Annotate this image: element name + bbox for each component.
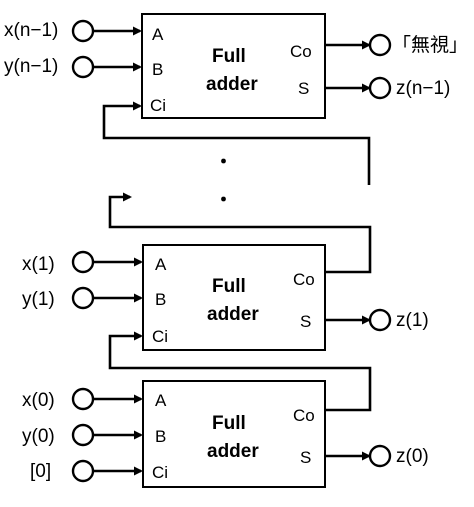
input-y-terminal — [71, 286, 95, 310]
adder-title-line2: adder — [206, 74, 258, 95]
port-ci-label: Ci — [152, 463, 168, 482]
input-y-label: y(1) — [22, 289, 55, 310]
input-y-terminal — [71, 55, 95, 79]
carry-wire-into-top — [102, 101, 371, 185]
port-co-label: Co — [293, 406, 315, 425]
port-s-label: S — [300, 448, 311, 467]
input-ci-label: [0] — [30, 461, 51, 482]
input-x-terminal — [71, 387, 95, 411]
adder-box — [141, 13, 326, 119]
output-s-label: z(0) — [396, 446, 429, 467]
port-ci-label: Ci — [152, 327, 168, 346]
adder-title-line1: Full — [212, 413, 246, 434]
port-s-label: S — [300, 312, 311, 331]
input-ci-terminal — [71, 459, 95, 483]
port-co-label: Co — [293, 270, 315, 289]
input-y-label: y(0) — [22, 426, 55, 447]
adder-title-line2: adder — [207, 304, 259, 325]
port-ci-label: Ci — [150, 96, 166, 115]
input-y-terminal — [71, 423, 95, 447]
output-s-terminal — [368, 444, 392, 468]
input-x-label: x(0) — [22, 390, 55, 411]
input-x-terminal — [71, 250, 95, 274]
port-b-label: B — [155, 290, 166, 309]
port-co-label: Co — [290, 42, 312, 61]
port-s-label: S — [298, 79, 309, 98]
adder-title-line1: Full — [212, 46, 246, 67]
adder-title-line1: Full — [212, 276, 246, 297]
output-s-terminal — [368, 76, 392, 100]
full-adder-middle: A B Ci Full adder Co S — [142, 244, 326, 351]
output-co-label: 「無視」 — [392, 34, 468, 56]
input-y-label: y(n−1) — [4, 56, 58, 77]
ellipsis-dot-1: ・ — [214, 152, 233, 173]
port-b-label: B — [155, 427, 166, 446]
full-adder-bottom: A B Ci Full adder Co S — [142, 380, 326, 488]
port-a-label: A — [155, 391, 167, 410]
adder-title-line2: adder — [207, 441, 259, 462]
carry-wire-out-of-middle — [108, 192, 372, 274]
port-a-label: A — [152, 25, 164, 44]
ellipsis-dot-2: ・ — [214, 190, 233, 211]
full-adder-top: A B Ci Full adder Co S — [141, 13, 326, 119]
adder-box — [142, 244, 326, 351]
port-a-label: A — [155, 255, 167, 274]
output-s-terminal — [368, 308, 392, 332]
output-s-label: z(1) — [396, 310, 429, 331]
adder-box — [142, 380, 326, 488]
output-co-terminal — [368, 33, 392, 57]
input-x-label: x(1) — [22, 254, 55, 275]
input-x-label: x(n−1) — [4, 20, 58, 41]
input-x-terminal — [71, 19, 95, 43]
carry-wire-bottom-to-middle — [108, 331, 372, 412]
output-s-label: z(n−1) — [396, 78, 450, 99]
port-b-label: B — [152, 60, 163, 79]
